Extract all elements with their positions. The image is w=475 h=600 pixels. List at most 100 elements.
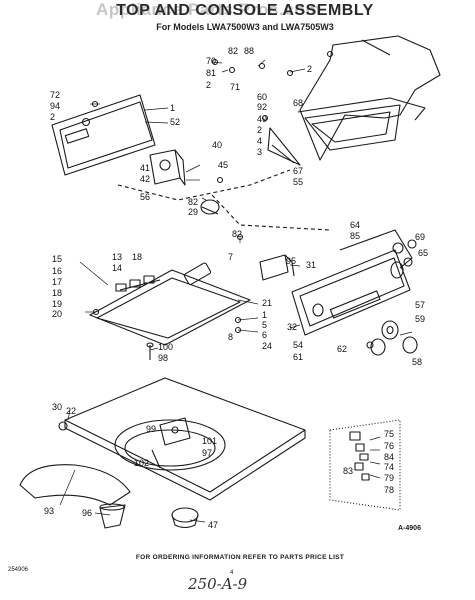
part-callout-19: 19 [52, 299, 62, 309]
part-callout-70: 70 [206, 56, 216, 66]
bleach-cup [99, 503, 126, 529]
part-callout-67: 67 [293, 166, 303, 176]
part-callout-3: 3 [257, 147, 262, 157]
part-callout-57: 57 [415, 300, 425, 310]
part-callout-94: 94 [50, 101, 60, 111]
part-callout-102: 102 [134, 458, 149, 468]
part-callout-2a: 2 [206, 80, 211, 90]
part-callout-64: 64 [350, 220, 360, 230]
part-callout-20: 20 [52, 309, 62, 319]
switch-95 [259, 254, 295, 281]
small-switches [115, 275, 155, 292]
part-callout-82b: 82 [188, 197, 198, 207]
part-callout-18b: 18 [52, 288, 62, 298]
lid-switch [151, 417, 191, 469]
part-callout-97: 97 [202, 448, 212, 458]
part-callout-2b: 2 [307, 64, 312, 74]
part-callout-13: 13 [112, 252, 122, 262]
part-callout-62: 62 [337, 344, 347, 354]
part-callout-83: 83 [343, 466, 353, 476]
part-callout-21: 21 [262, 298, 272, 308]
part-callout-6: 6 [262, 330, 267, 340]
part-callout-22: 22 [66, 406, 76, 416]
part-callout-78: 78 [384, 485, 394, 495]
part-callout-30: 30 [52, 402, 62, 412]
part-callout-14: 14 [112, 263, 122, 273]
diagram-title: TOP AND CONSOLE ASSEMBLY [116, 2, 374, 19]
part-callout-58: 58 [412, 357, 422, 367]
part-callout-2d: 2 [257, 125, 262, 135]
figure-reference-code: A-4906 [398, 525, 421, 532]
part-callout-8: 8 [228, 332, 233, 342]
part-callout-93: 93 [44, 506, 54, 516]
part-callout-1: 1 [170, 103, 175, 113]
part-callout-42: 42 [140, 174, 150, 184]
part-callout-59: 59 [415, 314, 425, 324]
part-callout-72: 72 [50, 90, 60, 100]
part-callout-74: 74 [384, 462, 394, 472]
part-callout-45: 45 [218, 160, 228, 170]
ordering-note: FOR ORDERING INFORMATION REFER TO PARTS … [135, 554, 345, 561]
part-callout-31: 31 [306, 260, 316, 270]
part-callout-15: 15 [52, 254, 62, 264]
hinge-bracket [267, 127, 301, 166]
part-callout-82c: 82 [232, 229, 242, 239]
part-callout-95: 95 [286, 256, 296, 266]
part-callout-47: 47 [208, 520, 218, 530]
document-code: 254906 [8, 567, 29, 573]
right-control-panel [291, 249, 411, 336]
knob-29 [200, 199, 220, 215]
handwritten-note: 250-A-9 [188, 575, 248, 593]
part-callout-60: 60 [257, 92, 267, 102]
part-callout-2c: 2 [50, 112, 55, 122]
part-callout-98: 98 [158, 353, 168, 363]
part-callout-76: 76 [384, 441, 394, 451]
part-callout-75: 75 [384, 429, 394, 439]
part-callout-1b: 1 [262, 310, 267, 320]
timer-switch [149, 149, 186, 186]
part-callout-100: 100 [158, 342, 173, 352]
part-callout-18a: 18 [132, 252, 142, 262]
console-backsplash [297, 35, 441, 161]
part-callout-82a: 82 [228, 46, 238, 56]
part-callout-99: 99 [146, 424, 156, 434]
part-callout-61: 61 [293, 352, 303, 362]
part-callout-68: 68 [293, 98, 303, 108]
page-number: 4 [230, 570, 234, 576]
console-top-bar [339, 229, 417, 269]
part-callout-16: 16 [52, 266, 62, 276]
part-callout-85: 85 [350, 231, 360, 241]
part-callout-69: 69 [415, 232, 425, 242]
part-callout-41: 41 [140, 163, 150, 173]
part-callout-55: 55 [293, 177, 303, 187]
lid-gasket [19, 464, 131, 506]
part-callout-17: 17 [52, 277, 62, 287]
part-callout-4: 4 [257, 136, 262, 146]
console-plate [89, 262, 251, 346]
watermark: Appliance Parts Pros.com [96, 0, 322, 19]
part-callout-96: 96 [82, 508, 92, 518]
diagram-subtitle: For Models LWA7500W3 and LWA7505W3 [156, 22, 334, 32]
part-callout-84: 84 [384, 452, 394, 462]
part-callout-29: 29 [188, 207, 198, 217]
part-callout-101: 101 [202, 436, 217, 446]
terminal-inset [329, 419, 401, 511]
part-callout-40: 40 [212, 140, 222, 150]
lid-bumper [171, 507, 199, 529]
part-callout-56: 56 [140, 192, 150, 202]
part-callout-54: 54 [293, 340, 303, 350]
control-knobs [366, 320, 418, 356]
part-callout-79: 79 [384, 473, 394, 483]
part-callout-71: 71 [230, 82, 240, 92]
part-callout-49: 49 [257, 114, 267, 124]
bolt-100 [146, 342, 154, 360]
washer-top [64, 377, 306, 501]
part-callout-7: 7 [228, 252, 233, 262]
part-callout-24: 24 [262, 341, 272, 351]
part-callout-52: 52 [170, 117, 180, 127]
part-callout-65: 65 [418, 248, 428, 258]
part-callout-92: 92 [257, 102, 267, 112]
clip-30 [58, 421, 68, 431]
